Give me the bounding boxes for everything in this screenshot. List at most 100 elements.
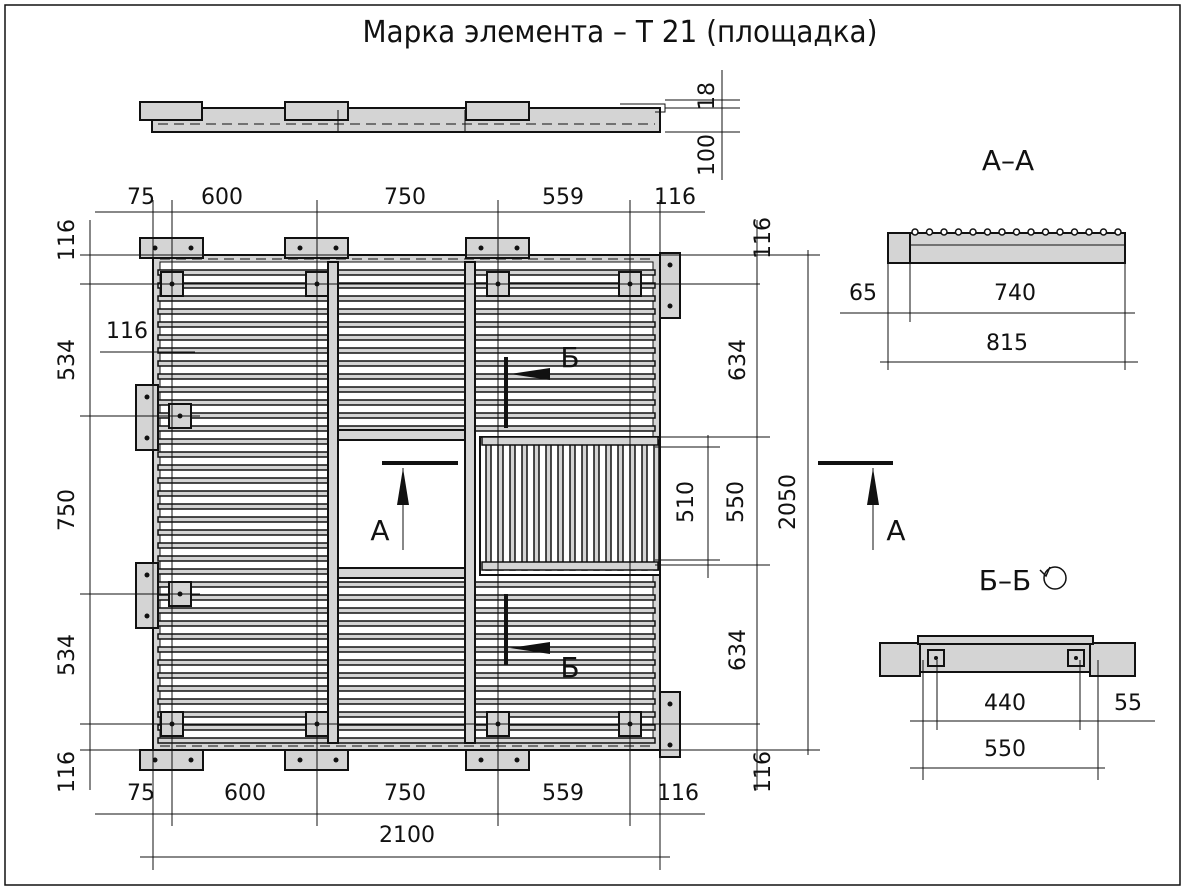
bar-section-icon: [1099, 228, 1108, 236]
bar-section-icon: [998, 228, 1006, 236]
opening-trim: [337, 567, 466, 579]
dim-top-75: 75: [127, 185, 155, 210]
section-aa-label: А–А: [982, 144, 1034, 177]
grating-bar: [157, 464, 337, 471]
dim-left-116-offset: 116: [106, 319, 148, 344]
hatch-bar: [533, 439, 540, 571]
plan-view: А А Б Б: [135, 237, 906, 771]
section-bb-beam: [879, 642, 921, 677]
bolt-icon: [667, 262, 673, 268]
grating-bar: [157, 711, 656, 718]
section-mark-a: А: [886, 514, 905, 547]
grating-bar: [157, 269, 656, 276]
grating-bar: [157, 724, 656, 731]
grating-bar: [157, 334, 656, 341]
section-bb: Б–Б 440 55 550: [879, 564, 1155, 780]
hatch-bar: [521, 439, 528, 571]
dim-bottom-559: 559: [542, 781, 584, 806]
dim-bottom-600: 600: [224, 781, 266, 806]
elevation-plate: [465, 101, 530, 121]
grating-bar: [157, 412, 656, 419]
dim-left-750: 750: [55, 489, 80, 531]
grating-bar: [157, 295, 656, 302]
dim-top-100: 100: [695, 134, 720, 176]
grating-bar: [157, 646, 656, 653]
bolt-icon: [144, 572, 150, 578]
hatch-bar: [509, 439, 516, 571]
section-bb-cover: [917, 635, 1094, 645]
bolt-icon: [667, 742, 673, 748]
grating-bar: [157, 607, 656, 614]
dim-right-634: 634: [726, 629, 751, 671]
elevation-plate: [139, 101, 203, 121]
bar-section-icon: [1070, 228, 1079, 236]
beam-left: [327, 261, 339, 744]
bolt-icon: [144, 613, 150, 619]
grating-bar: [157, 581, 656, 588]
grating-bar: [157, 568, 337, 575]
bolt-icon: [152, 757, 158, 763]
grating-bar: [157, 672, 656, 679]
dim-aa-65: 65: [849, 281, 877, 306]
dim-top-116: 116: [654, 185, 696, 210]
dim-right-550: 550: [724, 481, 749, 523]
bolt-icon: [144, 394, 150, 400]
bolt-icon: [667, 701, 673, 707]
dim-right-116: 116: [751, 751, 776, 793]
hatch-bar: [641, 439, 648, 571]
bar-section-icon: [954, 228, 963, 236]
hatch-bar: [545, 439, 552, 571]
bar-section-icon: [1012, 228, 1021, 236]
section-bb-label: Б–Б: [979, 564, 1031, 597]
bolt-icon: [514, 757, 520, 763]
bolt-icon: [144, 435, 150, 441]
bolt-icon: [333, 245, 339, 251]
hatch-edge: [481, 561, 659, 571]
hatch-edge: [481, 436, 659, 446]
bar-section-icon: [925, 228, 934, 236]
hatch-bar: [485, 439, 492, 571]
bar-section-icon: [1056, 228, 1064, 236]
bar-section-icon: [1085, 228, 1093, 236]
section-bb-grating: [919, 643, 1091, 673]
section-aa-frame: [887, 232, 911, 264]
section-aa-grating: [909, 232, 1126, 264]
opening-trim: [337, 429, 466, 441]
section-bb-beam: [1089, 642, 1136, 677]
hatch-bar: [617, 439, 624, 571]
bolt-icon: [297, 245, 303, 251]
dim-top-600: 600: [201, 185, 243, 210]
grating-bar: [157, 503, 337, 510]
grating-bar: [157, 490, 337, 497]
hatch-bar: [557, 439, 564, 571]
grating-bar: [157, 555, 337, 562]
grating-bar: [157, 373, 656, 380]
grating-bar: [157, 659, 656, 666]
dim-aa-815: 815: [986, 331, 1028, 356]
hatch-bar: [569, 439, 576, 571]
dim-left-116: 116: [55, 751, 80, 793]
grating-bars: [157, 269, 656, 744]
bolt-icon: [478, 245, 484, 251]
grating-bar: [157, 529, 337, 536]
bar-section-icon: [969, 228, 977, 236]
dim-right-116: 116: [751, 217, 776, 259]
dim-top-559: 559: [542, 185, 584, 210]
grating-bar: [157, 516, 337, 523]
grating-bar: [157, 321, 656, 328]
bar-section-icon: [1041, 228, 1050, 236]
elevation-beam: [151, 107, 661, 133]
dim-top-18: 18: [695, 82, 720, 110]
grating-bar: [157, 438, 337, 445]
elevation-plate: [284, 101, 349, 121]
grating-bar: [157, 542, 337, 549]
bolt-icon: [667, 303, 673, 309]
section-mark-b: Б: [560, 341, 579, 374]
section-arrow-icon: [510, 642, 550, 654]
grating-bar: [157, 360, 656, 367]
grating-bar: [157, 594, 656, 601]
bar-section-icon: [983, 228, 992, 236]
top-elevation-view: 18 100: [139, 70, 740, 180]
